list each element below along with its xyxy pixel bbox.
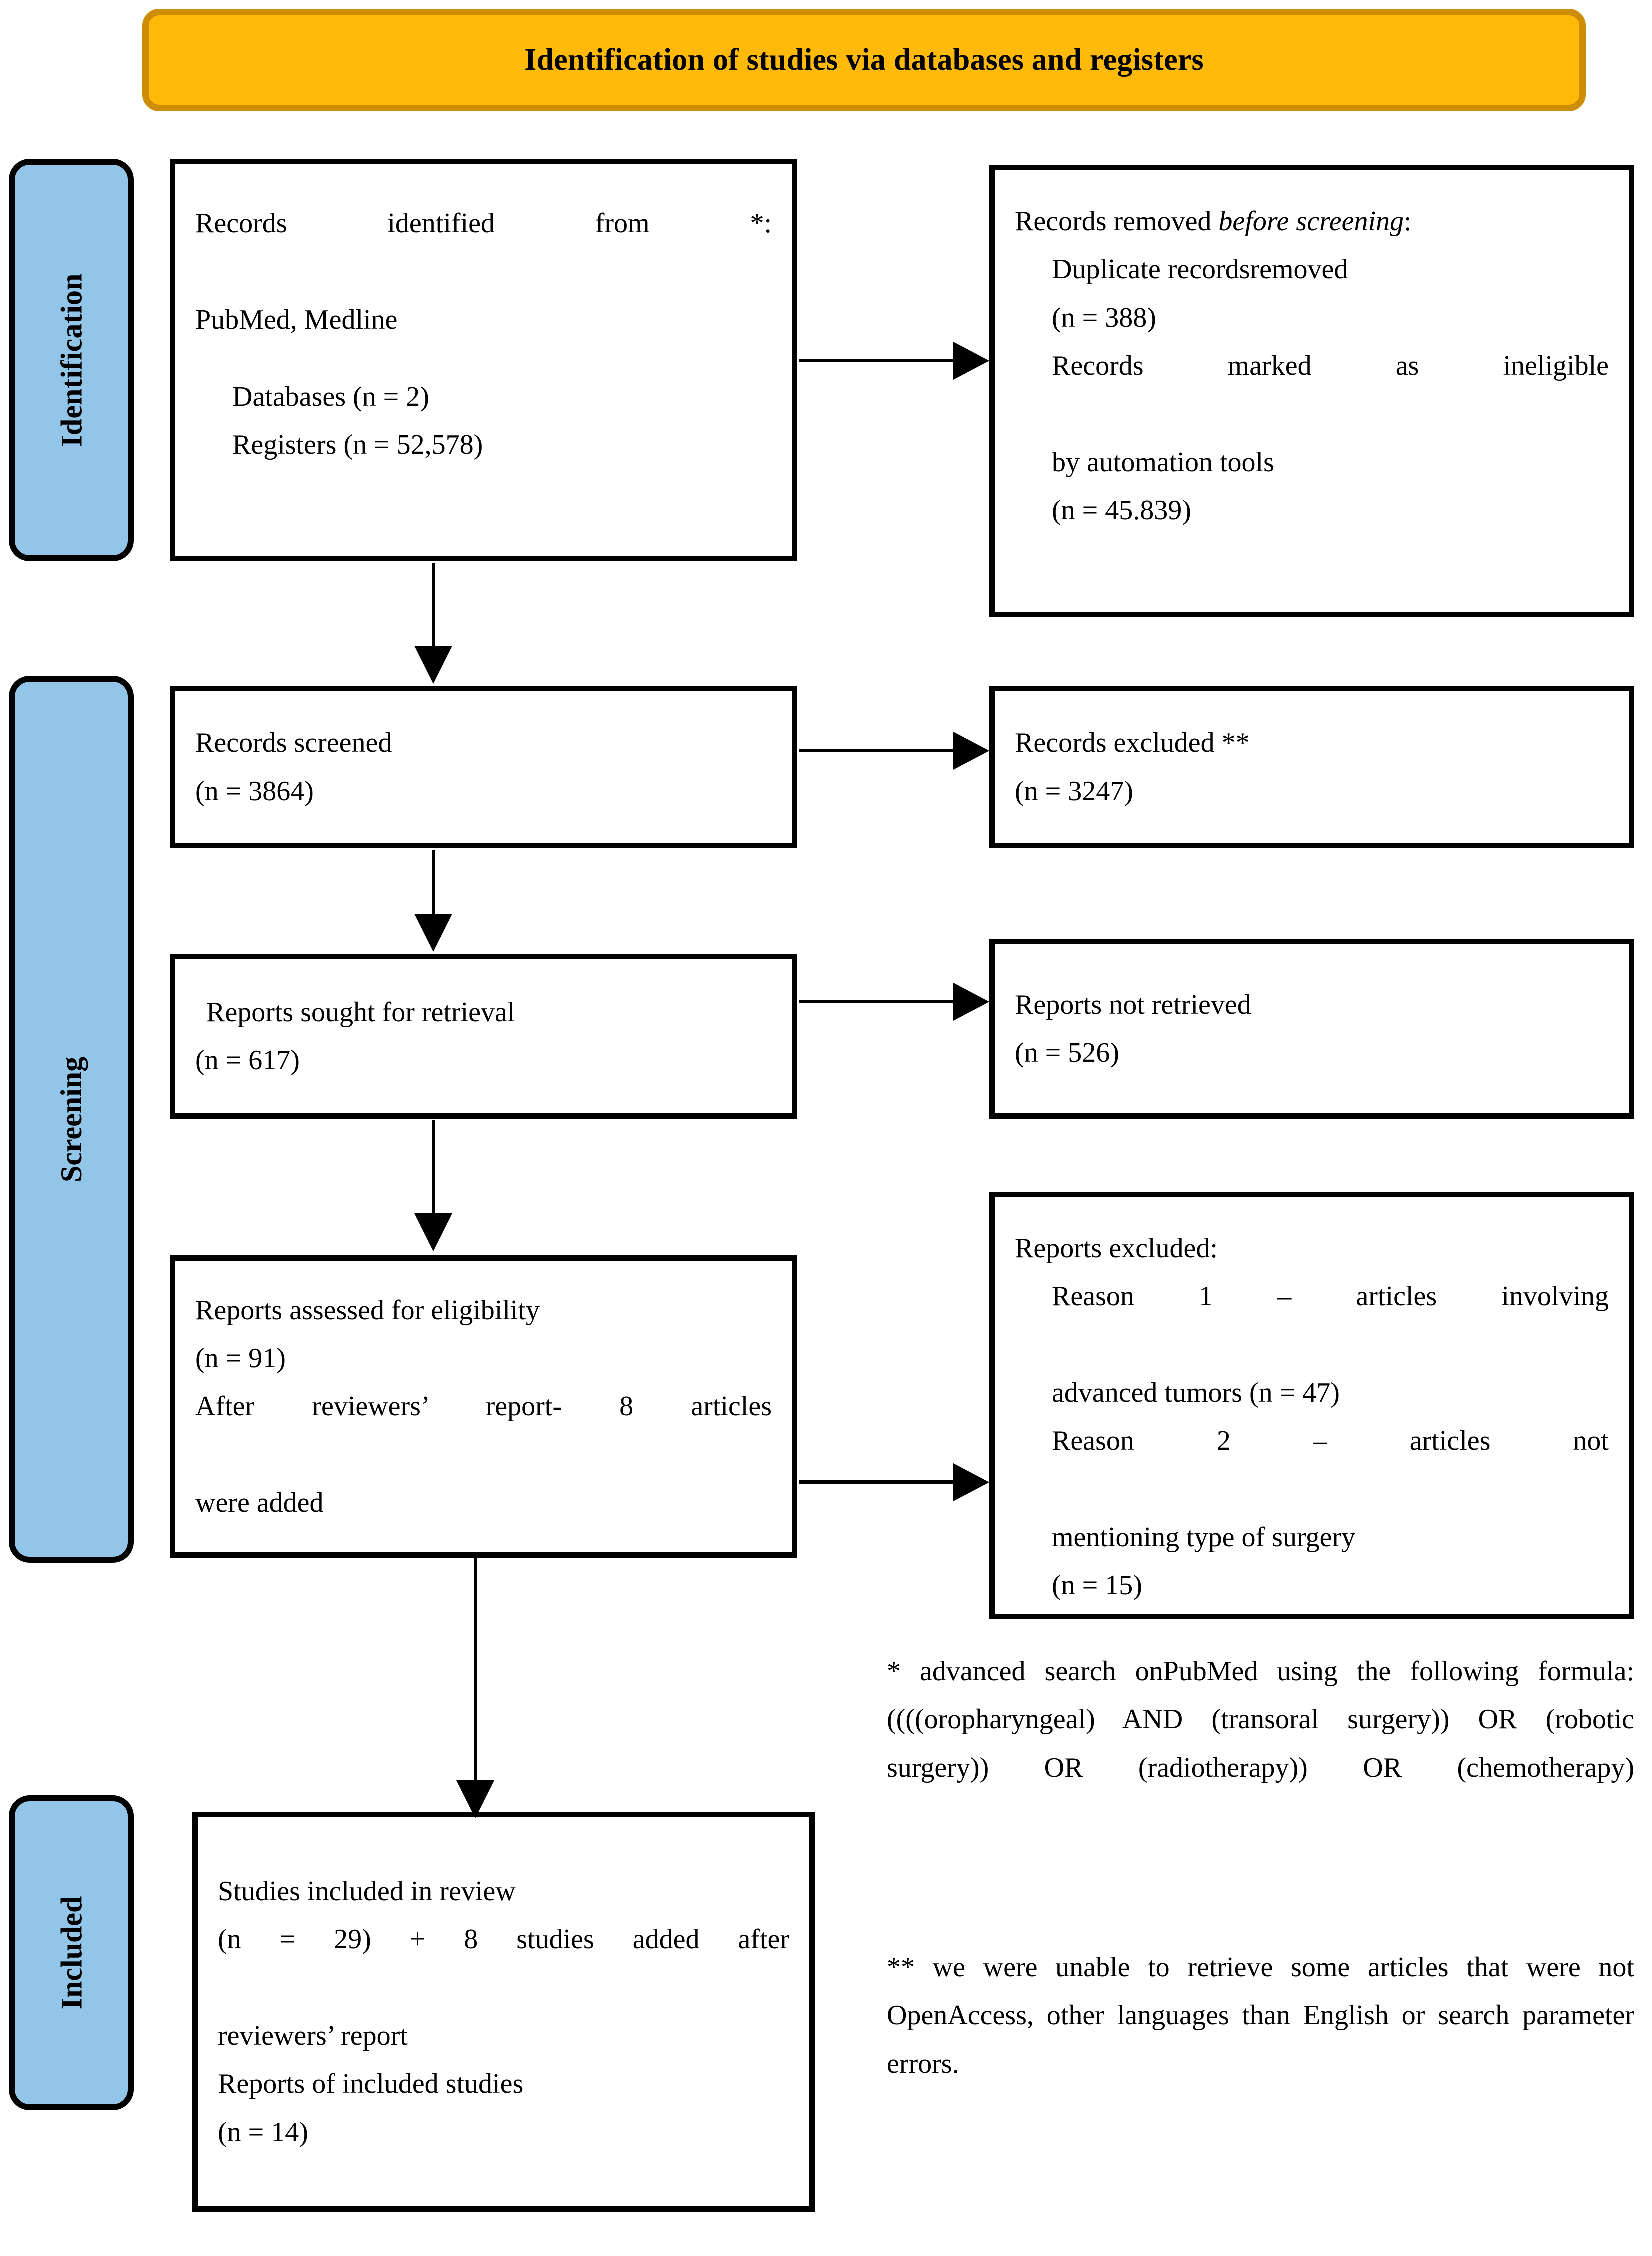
- records-removed-line4: Records marked as ineligible: [1052, 350, 1609, 381]
- connector-sought-to-assessed-arrowhead: [414, 1213, 452, 1251]
- connector-sought-to-notretrieved-line: [799, 1000, 958, 1003]
- footnote-double-star: ** we were unable to retrieve some artic…: [887, 1943, 1634, 2136]
- records-identified-line1: Records identified from *:: [195, 208, 772, 239]
- reports-assessed-line1: Reports assessed for eligibility: [195, 1294, 540, 1326]
- reports-excluded-line2: Reason 1 – articles involving: [1052, 1281, 1609, 1312]
- reports-excluded-line1: Reports excluded:: [1015, 1233, 1218, 1264]
- connector-sought-to-notretrieved-arrowhead: [953, 983, 989, 1021]
- stage-label-identification-text: Identification: [55, 273, 88, 447]
- records-screened-line1: Records screened: [195, 727, 392, 759]
- connector-screened-to-excluded-arrowhead: [953, 732, 989, 770]
- connector-identified-to-removed-arrowhead: [953, 342, 989, 380]
- records-removed-line5: by automation tools: [1052, 446, 1274, 478]
- reports-excluded-line4: Reason 2 – articles not: [1052, 1425, 1609, 1457]
- connector-screened-to-sought-arrowhead: [414, 914, 452, 952]
- box-records-excluded: Records excluded ** (n = 3247): [989, 686, 1634, 848]
- connector-assessed-to-excluded-arrowhead: [953, 1463, 989, 1501]
- studies-included-line3: reviewers’ report: [218, 2020, 408, 2051]
- box-reports-assessed: Reports assessed for eligibility (n = 91…: [170, 1255, 797, 1558]
- reports-sought-line2: (n = 617): [195, 1045, 300, 1076]
- records-screened-line2: (n = 3864): [195, 775, 314, 807]
- studies-included-line1: Studies included in review: [218, 1876, 516, 1907]
- records-removed-line1: Records removed before screening:: [1015, 197, 1609, 245]
- records-removed-line2: Duplicate recordsremoved: [1052, 254, 1348, 285]
- records-removed-line6: (n = 45.839): [1052, 494, 1191, 526]
- records-excluded-line1: Records excluded **: [1015, 727, 1250, 759]
- footnote-single-star-text: * advanced search onPubMed using the fol…: [887, 1656, 1634, 1783]
- records-identified-line2: PubMed, Medline: [195, 304, 398, 335]
- stage-label-identification: Identification: [9, 159, 134, 561]
- page-title: Identification of studies via databases …: [524, 43, 1204, 77]
- box-reports-sought: Reports sought for retrieval (n = 617): [170, 954, 797, 1119]
- records-removed-line1-b: before screening: [1218, 206, 1404, 237]
- reports-assessed-line3: After reviewers’ report- 8 articles: [195, 1391, 772, 1422]
- reports-excluded-line3: advanced tumors (n = 47): [1052, 1377, 1340, 1408]
- reports-assessed-line4: were added: [195, 1487, 324, 1518]
- studies-included-line5: (n = 14): [218, 2116, 308, 2148]
- stage-label-screening: Screening: [9, 676, 134, 1563]
- studies-included-line4: Reports of included studies: [218, 2068, 524, 2100]
- studies-included-line2: (n = 29) + 8 studies added after: [218, 1924, 789, 1955]
- box-studies-included: Studies included in review (n = 29) + 8 …: [192, 1812, 815, 2212]
- box-records-identified: Records identified from *: PubMed, Medli…: [170, 159, 797, 561]
- connector-screened-to-sought-line: [432, 850, 435, 920]
- reports-not-retrieved-line1: Reports not retrieved: [1015, 989, 1251, 1020]
- diagram-header-banner: Identification of studies via databases …: [142, 9, 1586, 111]
- stage-label-included: Included: [9, 1795, 134, 2110]
- footnote-double-star-text: ** we were unable to retrieve some artic…: [887, 1952, 1634, 2079]
- records-identified-spacer: [195, 344, 772, 373]
- box-records-removed: Records removed before screening: Duplic…: [989, 165, 1634, 617]
- reports-excluded-line5: mentioning type of surgery: [1052, 1521, 1356, 1553]
- stage-label-included-text: Included: [55, 1896, 88, 2010]
- connector-identified-to-screened-arrowhead: [414, 646, 452, 684]
- connector-assessed-to-included-line: [474, 1558, 477, 1791]
- records-identified-line3: Databases (n = 2): [232, 381, 429, 412]
- reports-sought-line1: Reports sought for retrieval: [206, 996, 515, 1028]
- box-records-screened: Records screened (n = 3864): [170, 686, 797, 848]
- connector-assessed-to-included-arrowhead: [456, 1780, 494, 1818]
- reports-assessed-line2: (n = 91): [195, 1343, 286, 1374]
- records-identified-line4: Registers (n = 52,578): [232, 429, 483, 461]
- records-excluded-line2: (n = 3247): [1015, 775, 1133, 807]
- reports-not-retrieved-line2: (n = 526): [1015, 1037, 1119, 1068]
- box-reports-excluded: Reports excluded: Reason 1 – articles in…: [989, 1192, 1634, 1619]
- connector-identified-to-screened-line: [432, 563, 435, 654]
- footnote-single-star: * advanced search onPubMed using the fol…: [887, 1647, 1634, 1840]
- reports-excluded-line6: (n = 15): [1052, 1570, 1142, 1601]
- stage-label-screening-text: Screening: [55, 1056, 88, 1182]
- connector-screened-to-excluded-line: [799, 749, 958, 752]
- connector-assessed-to-excluded-line: [799, 1480, 958, 1484]
- records-removed-line3: (n = 388): [1052, 302, 1156, 333]
- records-removed-line1-a: Records removed: [1015, 206, 1219, 237]
- records-removed-line1-c: :: [1404, 206, 1412, 237]
- connector-sought-to-assessed-line: [432, 1120, 435, 1219]
- box-reports-not-retrieved: Reports not retrieved (n = 526): [989, 939, 1634, 1119]
- connector-identified-to-removed-line: [799, 359, 958, 362]
